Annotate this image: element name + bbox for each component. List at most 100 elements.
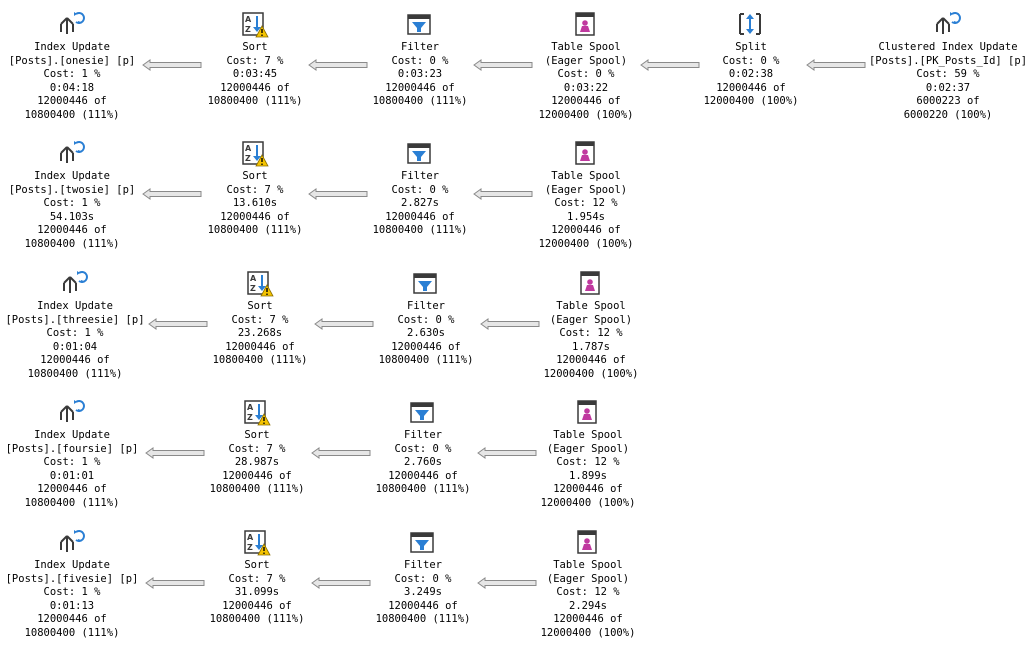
data-flow-arrow[interactable] [480,318,540,330]
plan-operator-table-spool[interactable]: Table Spool(Eager Spool)Cost: 12 %1.954s… [511,139,661,252]
operator-label-line: 23.268s [237,327,283,340]
sort-warning-icon: A Z [240,139,270,169]
operator-label-line: 12000446 of [553,613,623,626]
data-flow-arrow[interactable] [148,318,208,330]
operator-label-line: Cost: 7 % [226,183,284,196]
table-spool-icon [573,398,603,428]
operator-label-line: Cost: 0 % [722,54,780,67]
operator-label-line: 12000446 of [388,469,458,482]
data-flow-arrow[interactable] [145,577,205,589]
filter-icon [405,10,435,40]
data-flow-arrow[interactable] [806,59,866,71]
data-flow-arrow[interactable] [477,447,537,459]
operator-label-line: 12000446 of [391,340,461,353]
operator-label-line: 2.760s [404,456,442,469]
operator-label-line: 10800400 (111%) [24,626,120,639]
operator-label-line: 12000446 of [37,95,107,108]
plan-operator-index-update[interactable]: Index Update[Posts].[threesie] [p]Cost: … [0,269,150,382]
plan-operator-index-update[interactable]: Index Update[Posts].[onesie] [p]Cost: 1 … [0,10,147,123]
data-flow-arrow[interactable] [308,59,368,71]
operator-label-line: 10800400 (111%) [372,224,468,237]
operator-label-line: 12000446 of [37,224,107,237]
operator-label-line: 13.610s [232,197,278,210]
svg-text:A: A [247,533,254,542]
operator-label-line: 0:01:04 [52,340,98,353]
plan-operator-table-spool[interactable]: Table Spool(Eager Spool)Cost: 12 %1.899s… [513,398,663,511]
operator-label-line: Table Spool [551,41,621,53]
operator-label-line: 12000400 (100%) [543,367,639,380]
sort-warning-icon: A Z [240,10,270,40]
operator-label-line: 0:03:23 [397,68,443,81]
data-flow-arrow[interactable] [142,188,202,200]
table-spool-icon [571,10,601,40]
data-flow-arrow[interactable] [311,447,371,459]
operator-label-line: Split [735,41,767,53]
data-flow-arrow[interactable] [473,188,533,200]
operator-label-line: Sort [242,41,268,53]
plan-operator-index-update[interactable]: Index Update[Posts].[twosie] [p]Cost: 1 … [0,139,147,252]
operator-label-line: Table Spool [551,170,621,182]
operator-label-line: 12000446 of [388,599,458,612]
svg-text:Z: Z [245,154,251,163]
operator-label-line: 10800400 (111%) [207,224,303,237]
operator-label-line: 10800400 (111%) [27,367,123,380]
data-flow-arrow[interactable] [311,577,371,589]
table-spool-icon [571,139,601,169]
plan-operator-index-update[interactable]: Index Update[Posts].[foursie] [p]Cost: 1… [0,398,147,511]
operator-label-line: Cost: 1 % [46,327,104,340]
data-flow-arrow[interactable] [640,59,700,71]
operator-label-line: 10800400 (111%) [212,354,308,367]
operator-label-line: 10800400 (111%) [24,237,120,250]
operator-label-line: 10800400 (111%) [24,496,120,509]
table-spool-icon [576,269,606,299]
operator-label-line: Filter [404,429,442,441]
operator-label-line: 12000400 (100%) [538,108,634,121]
plan-operator-table-spool[interactable]: Table Spool(Eager Spool)Cost: 12 %1.787s… [516,269,666,382]
operator-label-line: 6000220 (100%) [903,108,993,121]
operator-label-line: 12000446 of [551,224,621,237]
operator-label-line: 12000446 of [37,613,107,626]
operator-label-line: 0:03:22 [563,81,609,94]
operator-label-line: Cost: 1 % [43,586,101,599]
operator-label-line: 12000446 of [225,340,295,353]
operator-label-line: (Eager Spool) [546,572,630,585]
operator-label-line: 0:03:45 [232,68,278,81]
plan-operator-clustered-index-update[interactable]: Clustered Index Update[Posts].[PK_Posts_… [869,10,1027,123]
data-flow-arrow[interactable] [314,318,374,330]
data-flow-arrow[interactable] [142,59,202,71]
plan-operator-table-spool[interactable]: Table Spool(Eager Spool)Cost: 0 %0:03:22… [511,10,661,123]
operator-label-line: 12000400 (100%) [703,95,799,108]
filter-icon [405,139,435,169]
operator-label-line: 0:01:13 [49,599,95,612]
data-flow-arrow[interactable] [477,577,537,589]
index-update-icon [57,528,87,558]
data-flow-arrow[interactable] [145,447,205,459]
plan-operator-index-update[interactable]: Index Update[Posts].[fivesie] [p]Cost: 1… [0,528,147,641]
svg-text:A: A [245,15,252,24]
data-flow-arrow[interactable] [308,188,368,200]
operator-label-line: Filter [404,559,442,571]
operator-label-line: Cost: 12 % [554,197,618,210]
operator-label-line: Filter [407,300,445,312]
operator-label-line: Cost: 59 % [916,68,980,81]
operator-label-line: 2.630s [407,327,445,340]
operator-label-line: (Eager Spool) [549,313,633,326]
operator-label-line: (Eager Spool) [544,183,628,196]
operator-label-line: Table Spool [553,559,623,571]
operator-label-line: Cost: 7 % [226,54,284,67]
filter-icon [408,528,438,558]
plan-operator-table-spool[interactable]: Table Spool(Eager Spool)Cost: 12 %2.294s… [513,528,663,641]
operator-label-line: 12000400 (100%) [540,496,636,509]
data-flow-arrow[interactable] [473,59,533,71]
